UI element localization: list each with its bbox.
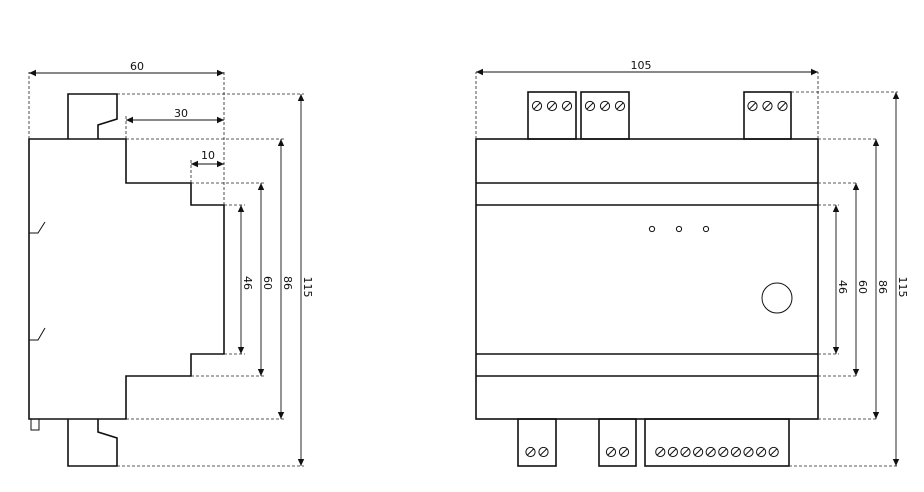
screw-icon [756,446,767,458]
led-indicator [702,225,710,233]
bottom-terminal-block [644,418,790,467]
screw-icon [584,100,596,112]
dim-label-front-h86: 86 [876,280,889,294]
side-latch-tab [30,418,40,431]
front-button [761,282,793,314]
bottom-terminal-block [598,418,637,467]
top-terminal-block [527,91,577,140]
screw-icon [561,100,573,112]
screw-icon [718,446,729,458]
screw-icon [730,446,742,458]
dim-label-h115: 115 [301,277,314,298]
screw-icon [546,100,558,112]
side-bottom-terminal [67,419,118,467]
side-view: 60 30 10 46 60 86 115 [28,60,314,467]
screw-icon [531,100,543,112]
led-indicator [675,225,683,233]
screw-icon [655,446,666,458]
screw-icon [777,100,788,112]
top-terminal-block [743,91,792,140]
screw-icon [667,446,679,458]
dim-label-front-h46: 46 [836,280,849,294]
bottom-terminal-block [517,418,557,467]
dim-label-front-width: 105 [631,59,652,72]
dim-label-width-total: 60 [130,60,144,73]
front-view: 105 46 60 86 115 [475,59,909,467]
dim-label-h46: 46 [241,276,254,290]
terminal-blocks [517,91,792,467]
dim-label-width-small: 10 [201,149,215,162]
side-din-clip-top [29,221,46,234]
screw-icon [747,100,758,112]
screw-icon [705,446,716,458]
screw-icon [538,446,549,458]
side-housing-outline [28,138,225,420]
screw-icon [599,100,611,112]
screw-icon [680,446,691,458]
screw-icon [605,446,617,458]
side-din-clip-bottom [29,327,46,341]
screw-icon [768,446,779,458]
screw-icon [614,100,626,112]
top-terminal-block [580,91,630,140]
screw-icon [525,446,536,458]
led-indicator [648,225,656,233]
side-top-terminal [67,93,118,139]
screw-icon [618,446,630,458]
front-housing [475,138,819,420]
dim-label-front-h60: 60 [856,280,869,294]
screw-icon [693,446,704,458]
led-group [648,225,710,233]
dim-label-front-h115: 115 [896,277,909,298]
dim-label-h86: 86 [281,276,294,290]
screw-icon [762,100,773,112]
dim-label-width-mid: 30 [174,107,188,120]
dim-label-h60: 60 [261,276,274,290]
screw-icon [743,446,754,458]
